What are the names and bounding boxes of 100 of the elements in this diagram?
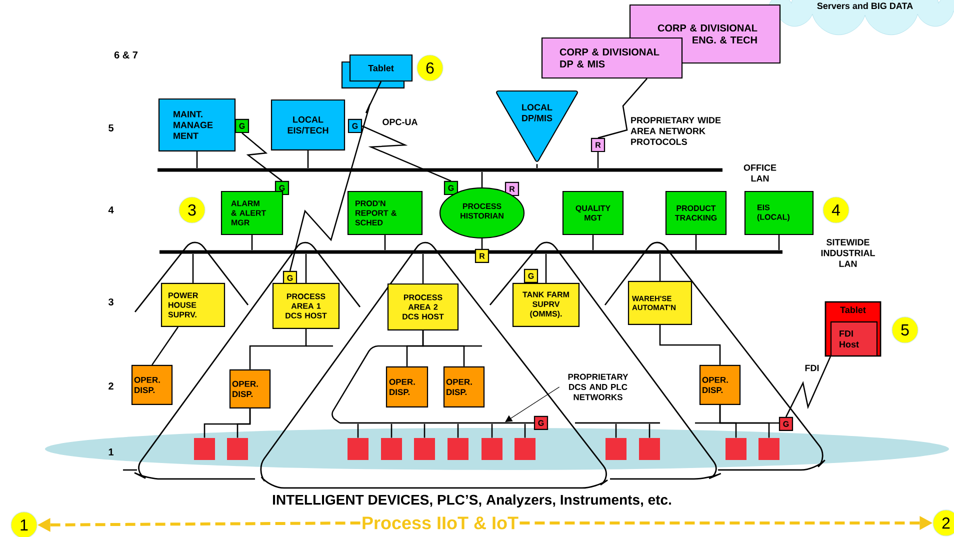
device-block [448, 438, 468, 460]
callout-number: 6 [416, 54, 444, 82]
network-label: OFFICE LAN [744, 164, 776, 182]
router-box: R [504, 182, 520, 196]
connector-line [481, 238, 483, 249]
connector-line [424, 424, 426, 438]
connector-line [481, 172, 483, 188]
callout-number: 1 [10, 512, 38, 537]
connector-line [524, 424, 526, 438]
connector-line [457, 424, 459, 438]
function-box: POWER HOUSE SUPRV. [160, 282, 226, 328]
callout-number: 5 [892, 316, 918, 344]
function-box: QUALITY MGT [562, 190, 624, 236]
zigzag-link [289, 81, 382, 272]
device-block [514, 438, 536, 460]
callout-number: 2 [932, 510, 954, 536]
zigzag-link [785, 356, 832, 418]
gateway-box: G [524, 268, 538, 284]
zigzag-link [598, 78, 648, 139]
connector-line [648, 424, 650, 438]
device-block [639, 438, 660, 460]
connector-line [196, 152, 198, 168]
connector-line [384, 235, 386, 250]
connector-line [536, 164, 538, 168]
device-block [414, 438, 435, 460]
layer-title: Process IIoT & IoT [362, 516, 518, 530]
lan-bus [158, 168, 722, 172]
level-number: 1 [108, 448, 114, 456]
connector-line [307, 150, 309, 168]
function-box: ALARM & ALERT MGR [220, 190, 284, 236]
department-box: CORP & DIVISIONAL DP & MIS [541, 37, 683, 79]
connector-line [695, 235, 697, 250]
function-box: PROD'N REPORT & SCHED [347, 190, 423, 236]
function-box: TANK FARM SUPRV (OMMS). [512, 282, 580, 328]
device-block [227, 438, 248, 460]
zigzag-link [362, 125, 452, 182]
callout-number: 4 [822, 196, 850, 224]
device-block [758, 438, 780, 460]
level-number: 6 & 7 [114, 51, 138, 59]
device-block [606, 438, 626, 460]
host-box: FDI Host [830, 321, 878, 357]
network-label: PROPRIETARY DCS AND PLC NETWORKS [568, 374, 628, 400]
edge-label: FDI [804, 364, 820, 372]
connector-line [491, 424, 493, 438]
level-number: 3 [108, 298, 114, 306]
dp-triangle: LOCAL DP/MIS [496, 90, 578, 162]
lan-bus [160, 250, 782, 254]
gateway-box: G [234, 118, 250, 134]
connector-line [151, 326, 179, 366]
connector-line [357, 424, 359, 438]
function-box: PROCESS AREA 1 DCS HOST [272, 282, 340, 330]
function-box: PRODUCT TRACKING [665, 190, 727, 236]
function-box: LOCAL EIS/TECH [270, 99, 346, 151]
gateway-box: G [778, 416, 794, 432]
function-box: PROCESS AREA 2 DCS HOST [387, 283, 459, 331]
server-cloud: Servers and BIG DATA [768, 0, 954, 36]
connector-line [390, 424, 392, 438]
operator-display-box: OPER. DISP. [131, 364, 173, 406]
tablet-box: Tablet [341, 54, 413, 89]
level-number: 2 [108, 382, 114, 390]
zigzag-link [242, 132, 282, 182]
connector-line [422, 330, 465, 366]
connector-line [659, 325, 721, 365]
connector-line [597, 152, 599, 168]
router-box: R [474, 248, 490, 264]
device-block [726, 438, 746, 460]
connector-line [251, 235, 253, 250]
level-number: 4 [108, 206, 114, 214]
gateway-box: G [534, 416, 548, 430]
function-box: EIS (LOCAL) [744, 190, 814, 236]
gateway-box: G [282, 270, 298, 286]
network-label: PROPRIETARY WIDE AREA NETWORK PROTOCOLS [630, 117, 721, 145]
connector-line [615, 424, 617, 438]
connector-line [192, 254, 194, 283]
router-box: R [590, 138, 606, 152]
connector-line [236, 408, 251, 438]
network-line [575, 422, 660, 424]
gateway-box: G [444, 180, 458, 196]
level-number: 5 [108, 124, 114, 132]
connector-line [659, 254, 661, 281]
network-label: OPC-UA [382, 118, 418, 126]
function-box: MAINT. MANAGE MENT [158, 98, 236, 152]
gateway-box: G [348, 118, 362, 134]
device-block [194, 438, 215, 460]
connector-line [249, 329, 307, 370]
device-block [348, 438, 368, 460]
leader-line [505, 386, 560, 422]
operator-display-box: OPER. DISP. [443, 366, 485, 408]
network-label: SITEWIDE INDUSTRIAL LAN [821, 239, 875, 267]
connector-line [545, 254, 547, 283]
operator-display-box: OPER. DISP. [386, 366, 428, 408]
connector-line [305, 254, 307, 283]
device-block [381, 438, 402, 460]
connector-line [592, 235, 594, 250]
operator-display-box: OPER. DISP. [229, 369, 271, 409]
callout-number: 3 [178, 196, 206, 224]
device-block [482, 438, 502, 460]
caption-text: INTELLIGENT DEVICES, PLC’S, Analyzers, Instruments, etc. [273, 494, 671, 508]
operator-display-box: OPER. DISP. [699, 364, 741, 406]
connector-line [778, 235, 780, 250]
